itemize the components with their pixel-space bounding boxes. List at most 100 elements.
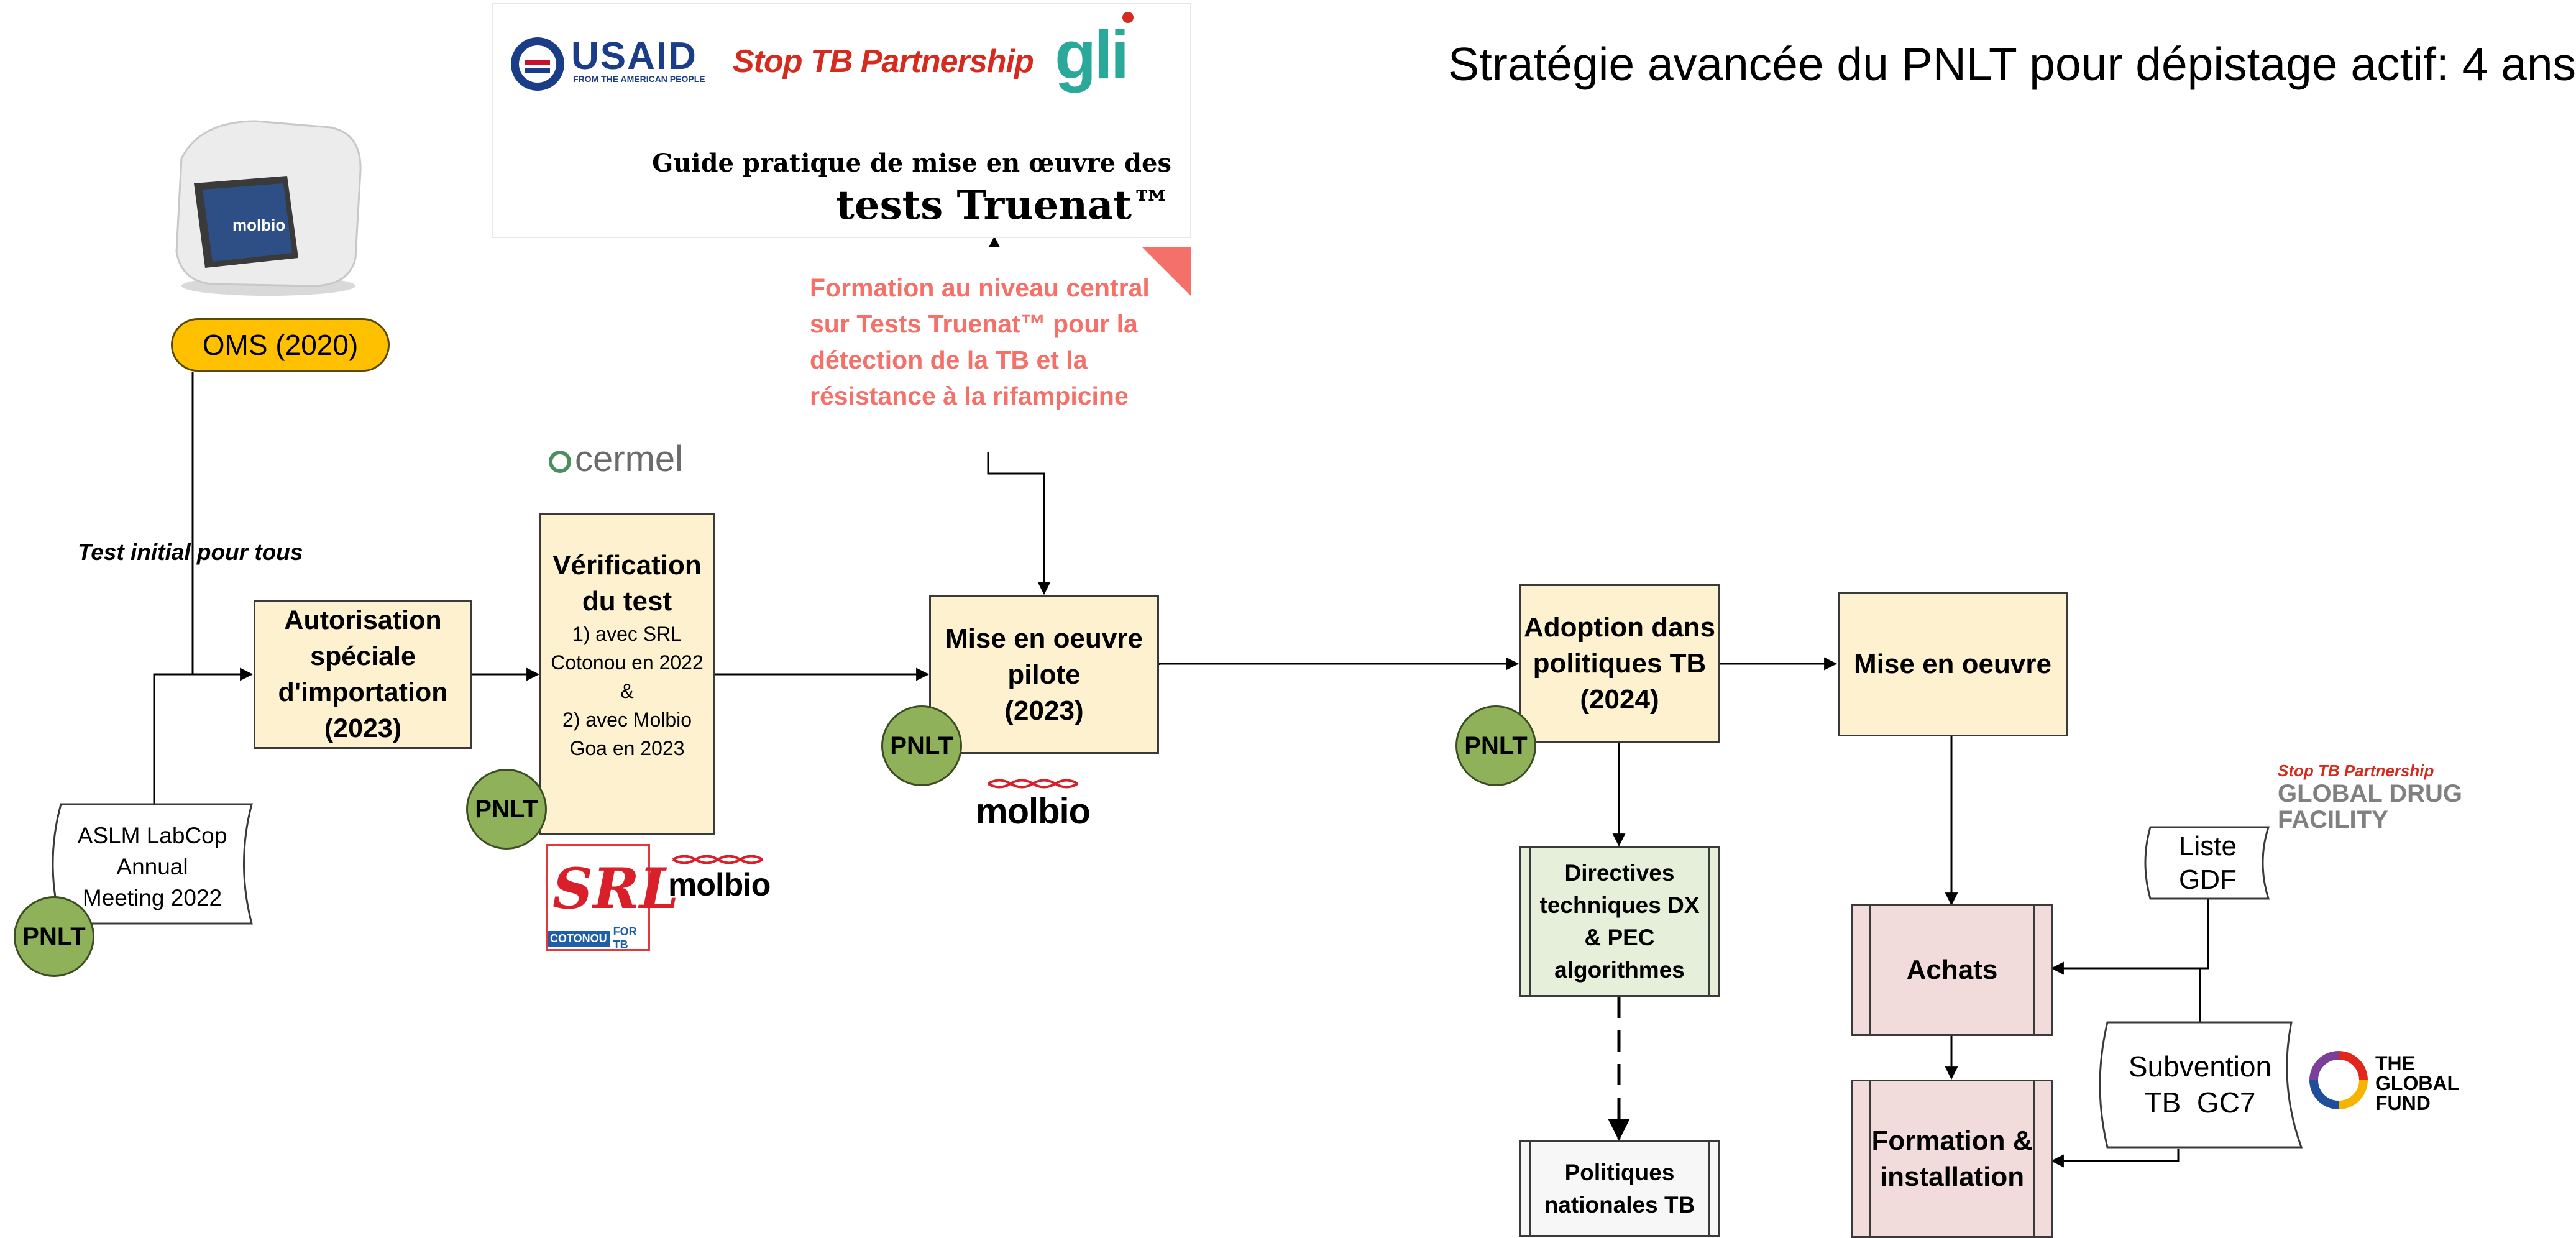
gdf-logo: Stop TB Partnership GLOBAL DRUG FACILITY — [2278, 761, 2462, 833]
usaid-tagline: FROM THE AMERICAN PEOPLE — [573, 74, 705, 84]
aslm-document-shape — [52, 803, 253, 925]
politiques-box: Politiques nationales TB — [1519, 1140, 1720, 1237]
subvention-line1: Subvention — [2128, 1050, 2272, 1083]
pilote-line3: (2023) — [1004, 695, 1084, 726]
directives-line3: & PEC — [1584, 925, 1655, 950]
directives-line2: techniques DX — [1539, 892, 1700, 918]
liste-gdf-line2: GDF — [2179, 864, 2237, 895]
global-fund-line1: THE — [2375, 1052, 2415, 1075]
guide-title-line2: tests Truenat™ — [836, 182, 1171, 229]
aslm-line1: ASLM LabCop — [77, 823, 227, 848]
aslm-meeting: ASLM LabCop Annual Meeting 2022 — [62, 808, 242, 926]
srl-band: COTONOU FOR TB — [548, 925, 648, 951]
molbio-logo-verification: molbio — [668, 853, 771, 904]
liste-gdf: Liste GDF — [2150, 827, 2265, 900]
autorisation-line1: Autorisation — [284, 605, 442, 635]
connector-layer — [153, 236, 2209, 1168]
oms-badge: OMS (2020) — [171, 318, 390, 372]
molbio-logo-pilote: molbio — [976, 777, 1091, 832]
pnlt-badge-pilote: PNLT — [881, 705, 962, 786]
connector-aslm — [153, 667, 254, 805]
adoption-line3: (2024) — [1580, 684, 1659, 715]
mise-en-oeuvre-box: Mise en oeuvre — [1838, 592, 2068, 736]
subvention-shape — [2099, 1021, 2303, 1149]
adoption-line1: Adoption dans — [1524, 612, 1715, 643]
molbio-dna-icon — [672, 855, 764, 864]
aslm-line2: Annual — [116, 854, 188, 879]
stoptb-logo: Stop TB Partnership — [733, 44, 1034, 80]
cermel-mark-icon — [549, 450, 571, 473]
corner-flag-icon — [1142, 247, 1191, 296]
politiques-line2: nationales TB — [1544, 1191, 1695, 1217]
formation-installation-line2: installation — [1879, 1161, 2025, 1192]
subvention: Subvention TB GC7 — [2104, 1025, 2296, 1144]
formation-installation-box: Formation & installation — [1851, 1080, 2053, 1238]
global-fund-logo: THE GLOBAL FUND — [2375, 1053, 2459, 1113]
autorisation-box: Autorisation spéciale d'importation (202… — [254, 600, 472, 749]
srl-logo-sub2: FOR TB — [613, 925, 637, 951]
global-fund-line3: FUND — [2375, 1092, 2431, 1114]
cermel-logo: cermel — [549, 438, 683, 480]
pnlt-badge-aslm: PNLT — [14, 896, 94, 977]
guide-title-line1: Guide pratique de mise en œuvre des — [652, 149, 1171, 178]
verification-title1: Vérification — [552, 550, 702, 580]
formation-central-text: Formation au niveau central sur Tests Tr… — [810, 273, 1150, 410]
pilote-line1: Mise en oeuvre — [945, 623, 1143, 654]
connector-subvention-formation — [2050, 1149, 2180, 1168]
connector-gdf-achats — [2050, 899, 2209, 975]
verification-l3: & — [620, 680, 634, 702]
verification-l1: 1) avec SRL — [572, 623, 682, 645]
adoption-line2: politiques TB — [1533, 648, 1707, 679]
directives-box: Directives techniques DX & PEC algorithm… — [1519, 846, 1720, 997]
pilote-box: Mise en oeuvre pilote (2023) — [929, 595, 1159, 754]
svg-text:molbio: molbio — [232, 216, 285, 234]
truenat-device-icon: molbio — [175, 120, 362, 296]
directives-line4: algorithmes — [1554, 957, 1685, 983]
connector-formation-pilote — [987, 452, 1051, 595]
usaid-seal-icon — [511, 37, 564, 91]
pnlt-badge-adoption: PNLT — [1455, 705, 1536, 786]
global-fund-line2: GLOBAL — [2375, 1072, 2460, 1094]
gli-logo: gli — [1055, 17, 1129, 93]
directives-line1: Directives — [1564, 860, 1675, 886]
molbio-text-verification: molbio — [668, 867, 771, 903]
gli-dot-icon — [1122, 12, 1134, 23]
molbio-text-pilote: molbio — [976, 791, 1091, 832]
verification-l5: Goa en 2023 — [569, 737, 685, 759]
verification-l4: 2) avec Molbio — [562, 708, 692, 731]
formation-installation-line1: Formation & — [1871, 1125, 2033, 1156]
gdf-logo-line3: FACILITY — [2278, 806, 2388, 833]
liste-gdf-line1: Liste — [2179, 831, 2237, 861]
autorisation-line3: d'importation — [278, 677, 448, 707]
cermel-text: cermel — [575, 439, 684, 479]
molbio-dna-icon — [987, 779, 1079, 789]
aslm-line3: Meeting 2022 — [82, 885, 222, 910]
verification-l2: Cotonou en 2022 — [551, 651, 704, 674]
adoption-box: Adoption dans politiques TB (2024) — [1519, 584, 1720, 743]
formation-central-note: Formation au niveau central sur Tests Tr… — [797, 247, 1191, 452]
politiques-line1: Politiques — [1564, 1159, 1675, 1185]
gdf-logo-line1: Stop TB Partnership — [2278, 761, 2434, 780]
subvention-line2: TB GC7 — [2144, 1086, 2256, 1119]
srl-logo: SRL COTONOU FOR TB — [546, 844, 679, 951]
usaid-logo: USAID — [571, 35, 697, 78]
verification-title2: du test — [582, 586, 672, 617]
pilote-line2: pilote — [1007, 659, 1081, 690]
connector-pilote-adoption — [1158, 657, 1519, 671]
achats-box: Achats — [1851, 904, 2053, 1036]
mise-en-oeuvre-label: Mise en oeuvre — [1854, 648, 2051, 679]
srl-logo-sub1: COTONOU — [548, 930, 610, 947]
srl-logo-text: SRL — [552, 856, 679, 922]
autorisation-line2: spéciale — [310, 641, 416, 671]
test-initial-label: Test initial pour tous — [78, 539, 303, 565]
oms-label: OMS (2020) — [202, 329, 359, 361]
global-fund-ring-icon — [2309, 1051, 2368, 1109]
achats-label: Achats — [1906, 955, 1998, 985]
autorisation-line4: (2023) — [324, 713, 402, 743]
guide-cover: USAID FROM THE AMERICAN PEOPLE Stop TB P… — [492, 3, 1191, 238]
pnlt-badge-verification: PNLT — [466, 769, 547, 850]
verification-box: Vérification du test 1) avec SRL Cotonou… — [539, 513, 715, 835]
liste-gdf-shape — [2144, 826, 2270, 900]
gdf-logo-line2: GLOBAL DRUG — [2278, 780, 2463, 807]
page-title: Stratégie avancée du PNLT pour dépistage… — [1448, 38, 2576, 90]
